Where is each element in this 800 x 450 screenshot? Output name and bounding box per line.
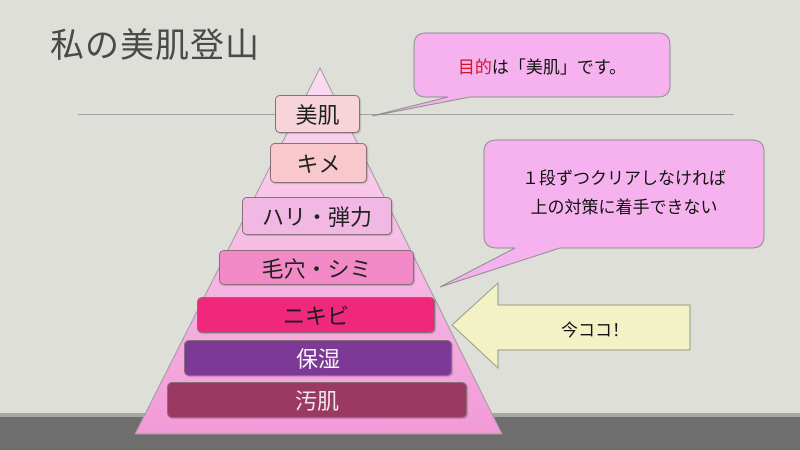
pyramid-level-beautiful-skin: 美肌 — [275, 95, 360, 133]
steps-speech-bubble — [439, 139, 765, 288]
goal-highlight: 目的 — [457, 57, 492, 78]
steps-callout-text: １段ずつクリアしなければ 上の対策に着手できない — [484, 140, 764, 248]
current-position-label: 今ココ！ — [561, 320, 629, 341]
steps-line-2: 上の対策に着手できない — [530, 198, 718, 218]
pyramid-level-pores-spots: 毛穴・シミ — [219, 250, 414, 285]
pyramid-level-moisturizing: 保湿 — [184, 340, 452, 376]
pyramid-level-acne: ニキビ — [197, 297, 435, 333]
goal-callout-text: 目的は「美肌」です。 — [414, 33, 670, 97]
pyramid-level-firmness: ハリ・弾力 — [242, 197, 392, 235]
slide-title: 私の美肌登山 — [50, 26, 260, 66]
pyramid-level-dirty-skin: 汚肌 — [167, 382, 467, 418]
current-position-arrow — [451, 281, 691, 370]
goal-text: は「美肌」です。 — [491, 57, 627, 78]
steps-line-1: １段ずつクリアしなければ — [522, 169, 726, 189]
pyramid-level-texture: キメ — [270, 143, 367, 183]
horizontal-rule — [78, 114, 734, 115]
goal-speech-bubble — [371, 32, 671, 117]
